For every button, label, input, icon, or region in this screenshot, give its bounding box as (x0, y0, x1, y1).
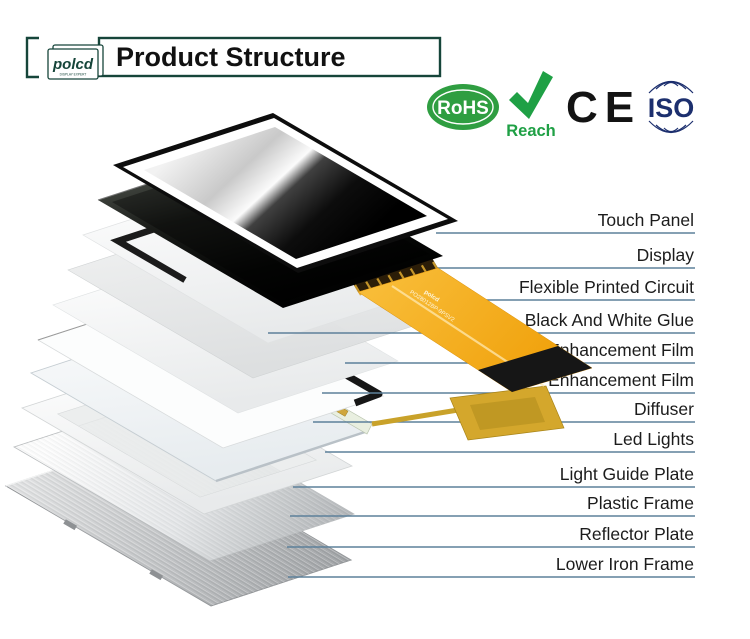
layer-label: Black And White Glue (525, 310, 694, 330)
checkmark-icon (509, 71, 553, 119)
rohs-label: RoHS (437, 98, 489, 119)
layer-label: Enhancement Film (548, 340, 694, 360)
certification-badges: RoHS Reach CE ISO (427, 71, 694, 140)
layer-label: Touch Panel (598, 210, 694, 230)
led-flex-connector (371, 385, 565, 441)
page-title: Product Structure (116, 42, 346, 72)
logo-text: polcd (52, 56, 94, 73)
header-bracket (25, 36, 39, 79)
header: polcd DISPLAY EXPERT Product Structure (25, 36, 442, 80)
ce-mark: CE (566, 83, 641, 132)
layer-label: Plastic Frame (587, 493, 694, 513)
reach-label: Reach (506, 122, 556, 140)
layer-label: Display (637, 245, 695, 265)
layer-touch-panel (113, 113, 458, 273)
layer-label: Flexible Printed Circuit (519, 277, 694, 297)
flexible-printed-circuit: polcd PO28012BP-9PSV2 (352, 258, 593, 393)
layer-label: Diffuser (634, 399, 694, 419)
iron-frame-notch (149, 569, 164, 581)
iso-label: ISO (648, 93, 695, 123)
layer-label: Enhancement Film (548, 370, 694, 390)
layer-label: Reflector Plate (579, 524, 694, 544)
fpc-end-cap (478, 346, 592, 392)
logo-subtext: DISPLAY EXPERT (60, 73, 87, 77)
layer-label: Lower Iron Frame (556, 554, 694, 574)
fpc-connector-fingers (352, 258, 438, 292)
layer-label: Light Guide Plate (560, 464, 694, 484)
iron-frame-notch (63, 519, 78, 531)
iso-badge: ISO (648, 80, 695, 134)
layer-label: Led Lights (613, 429, 694, 449)
rohs-badge: RoHS (427, 84, 499, 130)
reach-badge: Reach (506, 71, 556, 140)
logo-page-front (47, 48, 99, 80)
logo: polcd DISPLAY EXPERT (47, 44, 104, 80)
